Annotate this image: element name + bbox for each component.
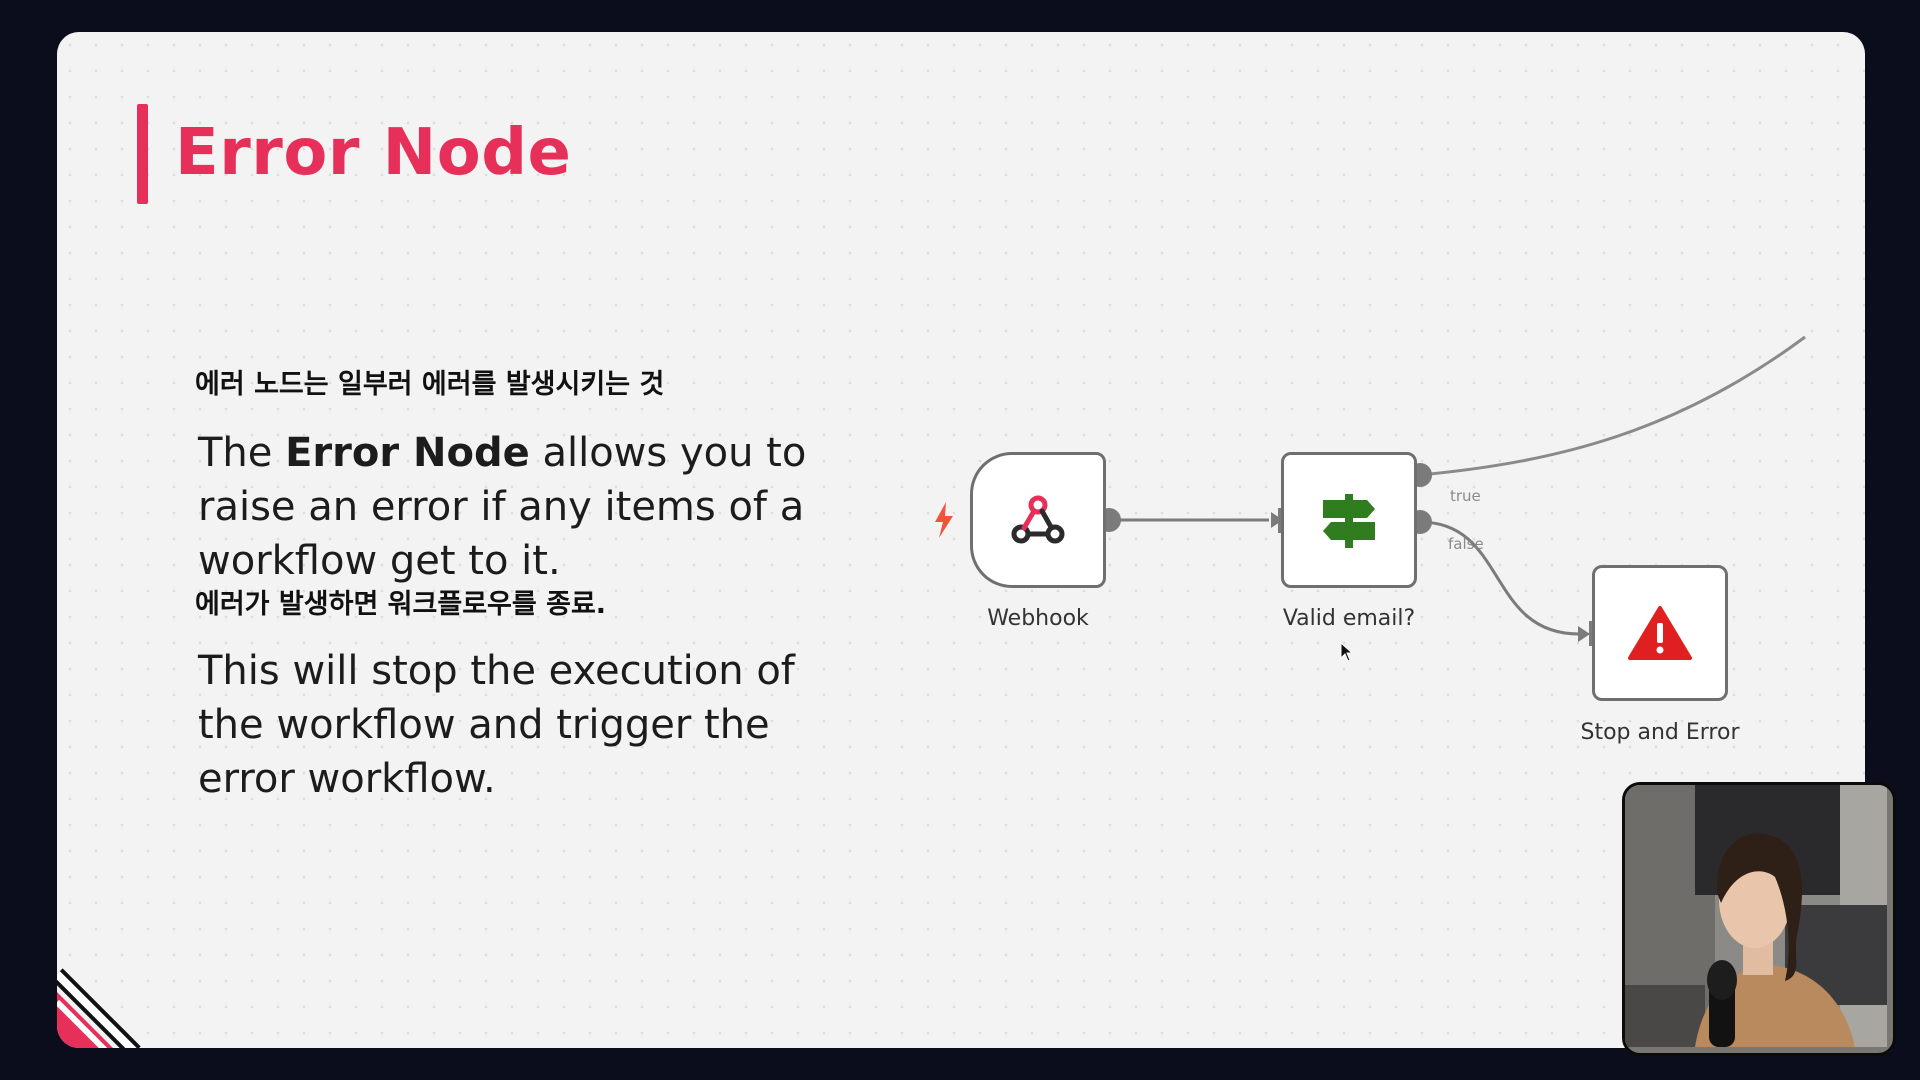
korean-subtitle-2: 에러가 발생하면 워크플로우를 종료.: [195, 589, 607, 620]
corner-stripes-logo: [57, 968, 141, 1048]
description-paragraph-2: This will stop the execution of the work…: [198, 648, 795, 802]
webhook-icon: [1011, 495, 1065, 544]
connection-arrow-stop: [1578, 626, 1590, 642]
description-1-bold: Error Node: [285, 430, 530, 476]
korean-subtitle-1: 에러 노드는 일부러 에러를 발생시키는 것: [195, 369, 665, 400]
connection-true-branch: [1419, 335, 1806, 477]
signpost-icon: [1323, 494, 1375, 548]
stop-and-error-node-label: Stop and Error: [1580, 720, 1740, 745]
true-branch-label: true: [1450, 487, 1481, 505]
webhook-node[interactable]: [970, 452, 1106, 588]
lightning-bolt-icon: [935, 502, 953, 538]
presentation-slide: Error Node 에러 노드는 일부러 에러를 발생시키는 것 The Er…: [57, 32, 1865, 1048]
description-paragraph-1: The Error Node allows you to raise an er…: [198, 426, 838, 588]
connection-false-branch: [1419, 520, 1580, 636]
webcam-presenter-overlay: [1622, 782, 1896, 1056]
valid-email-if-node[interactable]: [1281, 452, 1417, 588]
presenter-video-image: [1625, 785, 1887, 1047]
webhook-node-label: Webhook: [987, 606, 1089, 631]
workflow-connections: [1097, 335, 1806, 646]
slide-title: Error Node: [175, 116, 572, 190]
description-1-end: allows you to raise an error if any item…: [198, 430, 807, 584]
connection-arrow-if: [1271, 512, 1283, 528]
stop-and-error-node[interactable]: [1592, 565, 1728, 701]
mouse-cursor-icon: [1340, 642, 1354, 662]
valid-email-node-label: Valid email?: [1282, 606, 1416, 631]
warning-icon: [1628, 606, 1692, 660]
title-accent-bar: [137, 104, 148, 204]
false-branch-label: false: [1448, 535, 1484, 553]
description-1-start: The: [198, 430, 286, 476]
